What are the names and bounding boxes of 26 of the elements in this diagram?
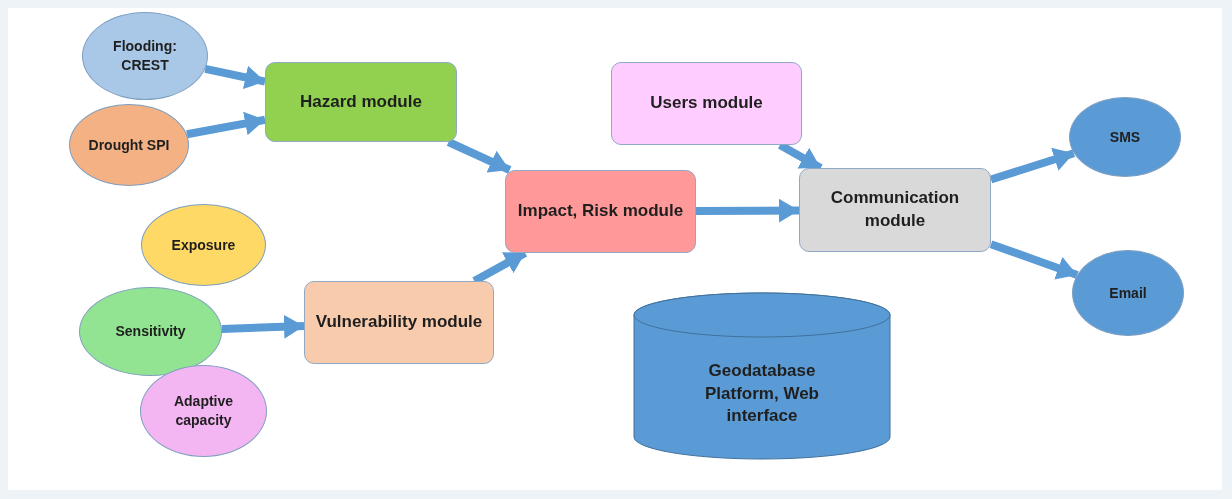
node-label: Communication module [829,187,961,232]
arrow [186,111,266,139]
node-label: Impact, Risk module [517,200,684,223]
node-label: Users module [650,92,763,115]
node-label: Flooding: CREST [112,37,178,75]
node-label: Sensitivity [115,322,186,341]
arrow [204,64,266,90]
node-label: Vulnerability module [315,311,483,334]
process-box [799,168,991,252]
process-box [265,62,457,142]
node-label: Hazard module [300,90,422,113]
node-label: Adaptive capacity [172,392,235,430]
node-label: Email [1109,283,1147,303]
arrow [221,314,305,339]
node-label: SMS [1109,127,1141,147]
process-box [611,62,802,145]
node-label: Geodatabase Platform, Web interface [704,359,820,428]
arrow [446,138,512,174]
arrow [696,198,799,223]
arrow [989,240,1079,280]
node-label: Exposure [171,235,236,255]
arrow [989,147,1076,184]
node-label: Drought SPI [88,135,170,155]
process-box [505,170,696,253]
process-box [304,281,494,364]
database-cylinder [633,292,891,460]
